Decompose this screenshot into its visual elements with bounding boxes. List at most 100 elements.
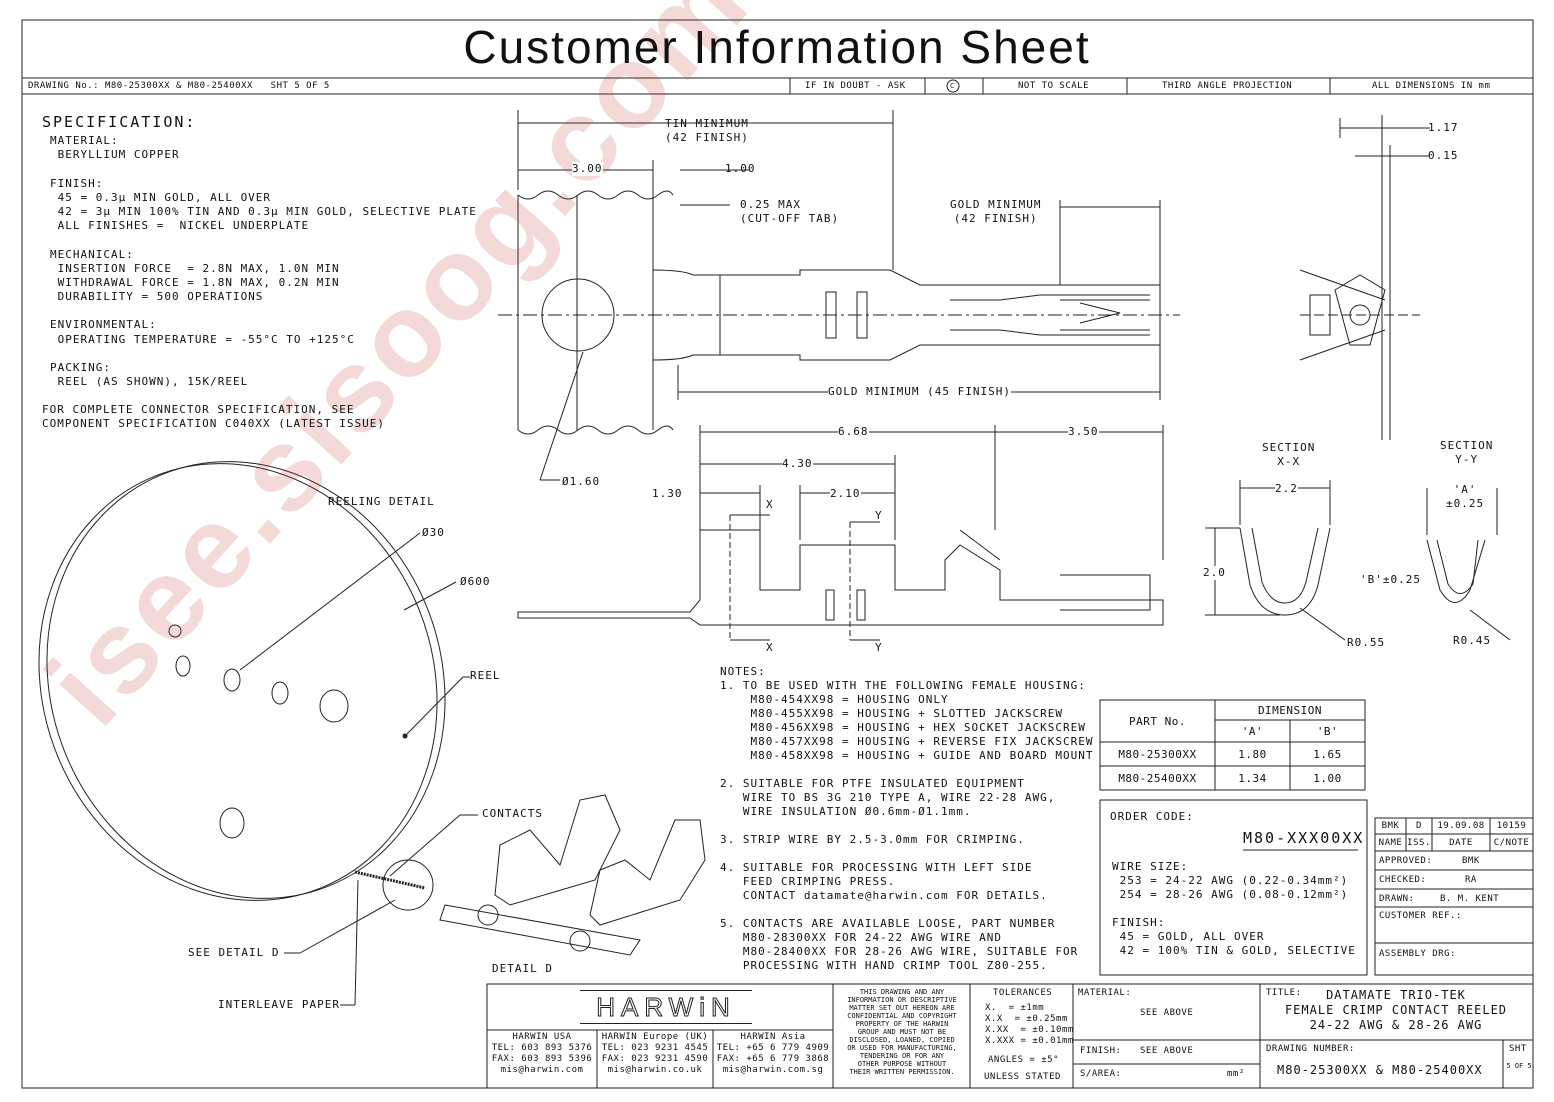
dim-1-17: 1.17 <box>1428 121 1459 134</box>
section-yy-label: SECTION Y-Y <box>1440 439 1494 466</box>
section-x-bottom: X <box>766 641 774 654</box>
col-b-header: 'B' <box>1316 724 1339 738</box>
drawn-value: B. M. KENT <box>1440 894 1500 904</box>
radius-0-55: R0.55 <box>1347 636 1386 649</box>
spec-line: BERYLLIUM COPPER <box>50 148 180 162</box>
title-label: TITLE: <box>1266 988 1302 998</box>
spec-line: INSERTION FORCE = 2.8N MAX, 1.0N MIN <box>50 261 340 275</box>
table-cell: 1.80 <box>1238 747 1267 761</box>
dim-dia-30: Ø30 <box>422 526 445 539</box>
dim-6-68: 6.68 <box>838 425 869 439</box>
spec-line: 42 = 3μ MIN 100% TIN AND 0.3μ MIN GOLD, … <box>50 204 477 218</box>
table-cell: M80-25300XX <box>1118 747 1197 761</box>
spec-footer: FOR COMPLETE CONNECTOR SPECIFICATION, SE… <box>42 403 386 430</box>
dim-1-00: 1.00 <box>725 162 756 175</box>
dim-3-00: 3.00 <box>572 162 603 176</box>
reeling-detail-label: REELING DETAIL <box>328 495 435 508</box>
rev-hdr-issue: ISS. <box>1407 837 1431 848</box>
dim-1-30: 1.30 <box>652 487 683 500</box>
doubt-label: IF IN DOUBT - ASK <box>805 81 906 91</box>
section-x-top: X <box>766 498 774 511</box>
dim-a: 'A' ±0.25 <box>1446 483 1485 510</box>
office-usa: HARWIN USA TEL: 603 893 5376 FAX: 603 89… <box>491 1032 593 1075</box>
drawing-number-header: DRAWING No.: M80-25300XX & M80-25400XX S… <box>28 81 330 91</box>
tolerances-values: X. = ±1mm X.X = ±0.25mm X.XX = ±0.10mm X… <box>985 1003 1074 1046</box>
rev-date: 19.09.08 <box>1437 821 1485 831</box>
spec-line <box>50 304 477 318</box>
spec-line <box>50 162 477 176</box>
dim-gold-45: GOLD MINIMUM (45 FINISH) <box>828 385 1011 399</box>
sheet-label: SHT <box>1509 1044 1527 1054</box>
scale-label: NOT TO SCALE <box>1018 81 1090 91</box>
part-no-header: PART No. <box>1129 714 1186 728</box>
section-y-bottom: Y <box>875 641 883 654</box>
office-europe: HARWIN Europe (UK) TEL: 023 9231 4545 FA… <box>601 1032 709 1075</box>
spec-line: PACKING: <box>50 361 111 374</box>
dim-2-0: 2.0 <box>1203 566 1226 580</box>
notes-text: 1. TO BE USED WITH THE FOLLOWING FEMALE … <box>720 679 1094 972</box>
detail-d-label: DETAIL D <box>492 962 553 975</box>
dim-dia-600: Ø600 <box>460 575 491 588</box>
copyright-symbol: C <box>950 82 955 90</box>
material-value: SEE ABOVE <box>1140 1008 1194 1018</box>
spec-list: MATERIAL: BERYLLIUM COPPER FINISH: 45 = 0… <box>50 134 477 389</box>
spec-line: REEL (AS SHOWN), 15K/REEL <box>50 375 249 389</box>
spec-line: ENVIRONMENTAL: <box>50 318 157 332</box>
rev-issue: D <box>1416 821 1422 831</box>
rev-hdr-note: C/NOTE <box>1493 837 1530 848</box>
interleave-paper-label: INTERLEAVE PAPER <box>218 998 340 1011</box>
office-asia: HARWIN Asia TEL: +65 6 779 4909 FAX: +65… <box>716 1032 830 1075</box>
spec-line: OPERATING TEMPERATURE = -55°C TO +125°C <box>50 332 355 346</box>
spec-line <box>50 233 477 247</box>
order-code-value: M80-XXX00XX <box>1243 829 1365 847</box>
section-y-top: Y <box>875 509 883 522</box>
checked-label: CHECKED: <box>1379 875 1427 885</box>
confidentiality-notice: THIS DRAWING AND ANY INFORMATION OR DESC… <box>847 988 957 1076</box>
spec-line: WITHDRAWAL FORCE = 1.8N MAX, 0.2N MIN <box>50 275 340 289</box>
reel-label: REEL <box>470 669 501 682</box>
rev-change-note: 10159 <box>1496 821 1527 831</box>
section-xx-label: SECTION X-X <box>1262 441 1316 468</box>
spec-line: FINISH: <box>50 176 104 190</box>
approved-value: BMK <box>1462 856 1480 866</box>
order-code-label: ORDER CODE: <box>1110 810 1194 823</box>
dim-tin-minimum: TIN MINIMUM (42 FINISH) <box>665 117 749 144</box>
rev-hdr-name: NAME <box>1378 837 1403 848</box>
finish-label: FINISH: <box>1080 1046 1122 1056</box>
contacts-label: CONTACTS <box>482 807 543 820</box>
spec-heading: SPECIFICATION: <box>42 113 197 131</box>
finish-value: SEE ABOVE <box>1140 1046 1194 1056</box>
spec-line: DURABILITY = 500 OPERATIONS <box>50 290 264 304</box>
sarea-unit: mm² <box>1227 1069 1245 1079</box>
rev-hdr-date: DATE <box>1449 837 1473 848</box>
dim-0-15: 0.15 <box>1428 149 1459 162</box>
table-cell: M80-25400XX <box>1118 771 1197 785</box>
table-cell: 1.00 <box>1313 771 1342 785</box>
harwin-logo: HARWiN <box>580 990 752 1024</box>
finish-block: FINISH: 45 = GOLD, ALL OVER 42 = 100% TI… <box>1112 916 1356 957</box>
dimension-header: DIMENSION <box>1257 703 1323 717</box>
customer-ref-label: CUSTOMER REF.: <box>1379 911 1462 921</box>
dim-cutoff-tab: 0.25 MAX (CUT-OFF TAB) <box>740 198 840 225</box>
approved-label: APPROVED: <box>1379 856 1433 866</box>
spec-line: MATERIAL: <box>50 134 119 147</box>
dimensions-label: ALL DIMENSIONS IN mm <box>1372 81 1491 91</box>
dim-b: 'B'±0.25 <box>1360 573 1421 586</box>
wire-size-block: WIRE SIZE: 253 = 24-22 AWG (0.22-0.34mm²… <box>1112 860 1349 901</box>
table-cell: 1.65 <box>1313 747 1342 761</box>
col-a-header: 'A' <box>1241 724 1264 738</box>
drawing-title: DATAMATE TRIO-TEK FEMALE CRIMP CONTACT R… <box>1284 988 1508 1032</box>
material-label: MATERIAL: <box>1078 988 1132 998</box>
page-title: Customer Information Sheet <box>463 21 1091 73</box>
spec-line: 45 = 0.3μ MIN GOLD, ALL OVER <box>50 190 272 204</box>
notes-heading: NOTES: <box>720 665 766 678</box>
sheet-value: 5 OF 5 <box>1506 1062 1532 1070</box>
spec-line: ALL FINISHES = NICKEL UNDERPLATE <box>50 219 310 233</box>
angles-tolerance: ANGLES = ±5° <box>988 1055 1060 1065</box>
table-cell: 1.34 <box>1238 771 1267 785</box>
dim-dia-1-60: Ø1.60 <box>562 475 601 488</box>
drawn-label: DRAWN: <box>1379 894 1415 904</box>
unless-stated: UNLESS STATED <box>984 1072 1061 1082</box>
projection-label: THIRD ANGLE PROJECTION <box>1162 81 1293 91</box>
drawing-number-value: M80-25300XX & M80-25400XX <box>1277 1063 1483 1077</box>
